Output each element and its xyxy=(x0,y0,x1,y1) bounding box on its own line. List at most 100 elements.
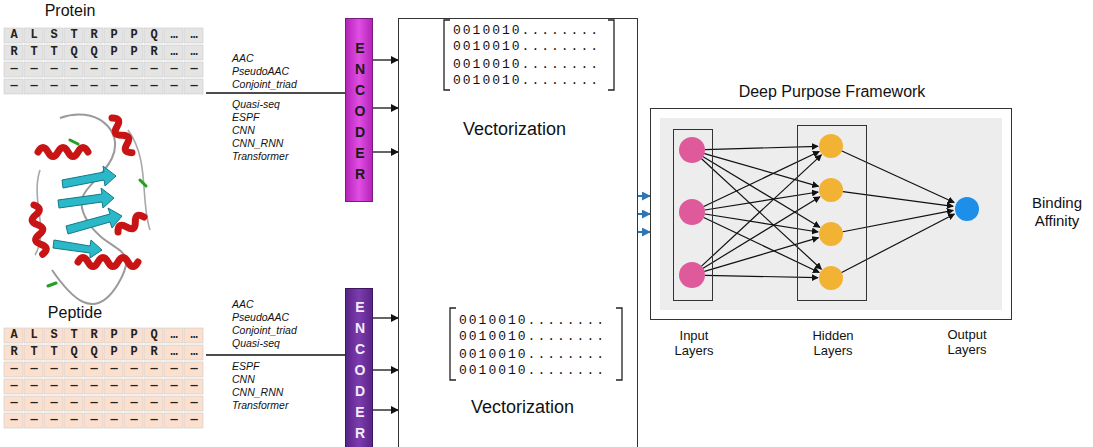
bit-vector: 0010010........ xyxy=(453,39,600,54)
vector-bracket xyxy=(450,308,456,380)
neuron-circle xyxy=(819,222,843,246)
encoding-method: Quasi-seq xyxy=(232,98,280,110)
protein-illustration xyxy=(30,204,48,255)
table-heading: Protein xyxy=(0,2,140,20)
bit-vector: 0010010........ xyxy=(453,57,600,72)
network-link xyxy=(702,159,822,269)
encoder-box: ENCODER xyxy=(345,288,373,447)
network-link xyxy=(842,151,954,203)
bit-vector: 0010010........ xyxy=(459,363,606,378)
sequence-row: R T T Q Q P P R … … xyxy=(10,345,200,360)
bit-vector: 0010010........ xyxy=(453,23,600,38)
network-link xyxy=(705,214,818,232)
table-heading: Peptide xyxy=(0,304,150,322)
connector xyxy=(206,354,345,355)
network-panel xyxy=(660,118,1002,310)
sequence-row: — — — — — — — — — — xyxy=(10,362,200,377)
section-label: Vectorization xyxy=(471,397,574,418)
sequence-row: — — — — — — — — — — xyxy=(10,379,200,394)
encoding-method: ESPF xyxy=(232,111,259,123)
flow-arrow xyxy=(638,213,650,215)
layer-label: Hidden Layers xyxy=(798,328,868,358)
network-link xyxy=(702,146,955,277)
sequence-row: — — — — — — — — — — xyxy=(10,79,200,94)
vector-bracket xyxy=(616,308,622,380)
network-link xyxy=(705,146,818,149)
flow-arrow xyxy=(638,231,650,233)
vector-bracket xyxy=(444,20,622,380)
encoding-method: Conjoint_triad xyxy=(232,324,297,336)
framework-box: Deep Purpose FrameworkInput LayersHidden… xyxy=(650,108,1012,320)
encoding-method: Transformer xyxy=(232,150,288,162)
network-link xyxy=(704,154,818,187)
encoding-method: AAC xyxy=(232,52,254,64)
protein-illustration xyxy=(53,240,102,258)
vector-bracket xyxy=(444,20,450,90)
neuron-circle xyxy=(819,134,843,158)
protein-illustration xyxy=(48,140,146,286)
protein-illustration xyxy=(35,130,150,255)
bit-vector: 0010010........ xyxy=(459,329,606,344)
encoder-box: ENCODER xyxy=(345,18,373,202)
network-link xyxy=(703,197,820,268)
protein-illustration xyxy=(78,258,138,267)
bit-vector: 0010010........ xyxy=(459,313,606,328)
encoding-method: PseudoAAC xyxy=(232,65,289,77)
encoder-label: ENCODER xyxy=(353,38,367,185)
protein-illustration xyxy=(52,114,126,304)
vectorization-box: 0010010........0010010........0010010...… xyxy=(398,18,638,447)
output-node: Output Layers xyxy=(955,197,979,221)
encoding-method: Conjoint_triad xyxy=(232,78,297,90)
neuron-circle xyxy=(819,266,843,290)
network-link xyxy=(705,192,818,210)
encoding-method: CNN_RNN xyxy=(232,386,283,398)
sequence-row: A L S T R P P Q … … xyxy=(10,28,200,43)
vector-bracket xyxy=(608,20,614,90)
output-label: Binding Affinity xyxy=(1024,194,1090,230)
encoding-method: CNN_RNN xyxy=(232,137,283,149)
layer-label: Input Layers xyxy=(659,328,729,358)
sequence-row: A L S T R P P Q … … xyxy=(10,328,200,343)
encoding-method: AAC xyxy=(232,298,254,310)
neuron-circle xyxy=(679,134,843,290)
connector xyxy=(373,107,398,108)
encoding-method: CNN xyxy=(232,124,255,136)
connector xyxy=(373,409,398,410)
connector xyxy=(206,92,345,93)
protein-illustration xyxy=(30,114,150,304)
protein-illustration xyxy=(62,166,116,188)
layer-box: Input Layers xyxy=(673,129,713,301)
bit-vector: 0010010........ xyxy=(459,347,606,362)
network-link xyxy=(704,152,820,207)
encoding-method: CNN xyxy=(232,373,255,385)
encoding-method: ESPF xyxy=(232,360,259,372)
neuron-circle xyxy=(819,178,843,202)
sequence-row: — — — — — — — — — — xyxy=(10,396,200,411)
protein-illustration xyxy=(108,116,136,155)
protein-illustration xyxy=(38,148,88,157)
encoding-method: Quasi-seq xyxy=(232,337,280,349)
section-label: Vectorization xyxy=(463,119,566,140)
sequence-row: — — — — — — — — — — xyxy=(10,62,200,77)
bit-vector: 0010010........ xyxy=(453,73,600,88)
connector xyxy=(373,369,398,370)
connector xyxy=(373,59,398,60)
network-link xyxy=(704,238,818,272)
network-panel xyxy=(660,118,1002,310)
neuron-circle xyxy=(679,199,705,225)
sequence-grid xyxy=(4,28,203,428)
neuron-circle xyxy=(679,137,705,163)
neuron-circle xyxy=(679,262,705,288)
network-link xyxy=(843,192,953,207)
encoding-method: Transformer xyxy=(232,399,288,411)
connector xyxy=(373,151,398,152)
layer-box: Hidden Layers xyxy=(797,125,867,301)
network-link xyxy=(842,214,955,272)
encoding-method: PseudoAAC xyxy=(232,311,289,323)
protein-illustration xyxy=(58,188,114,208)
flow-arrow xyxy=(638,195,650,197)
protein-illustration xyxy=(66,208,122,234)
sequence-row: — — — — — — — — — — xyxy=(10,413,200,428)
network-link xyxy=(704,218,820,273)
